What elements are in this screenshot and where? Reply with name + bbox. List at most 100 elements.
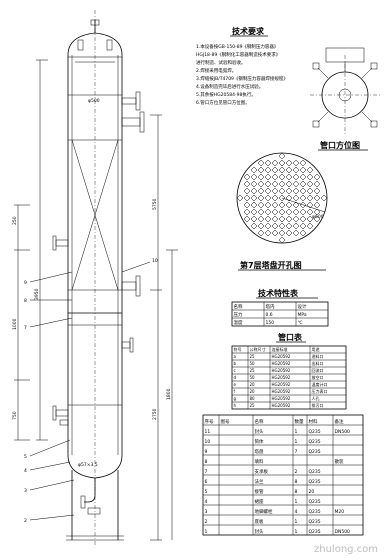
tray-hole: [285, 222, 293, 230]
tray-hole: [299, 166, 307, 174]
table-cell: ℃: [298, 320, 303, 326]
table-cell: MPa: [298, 312, 307, 318]
tray-hole: [264, 215, 272, 223]
table-cell: 1: [295, 439, 298, 445]
tray-hole: [271, 208, 279, 216]
tray-hole: [278, 187, 286, 195]
table-cell: 接管: [255, 488, 264, 495]
table-cell: 1: [295, 519, 298, 525]
tray-hole: [306, 187, 314, 195]
part-number: 8: [24, 298, 27, 304]
note-line: 3.焊缝按JB/T4709《钢制压力容器焊接规程》: [196, 75, 288, 82]
table-cell: DN500: [335, 529, 351, 535]
table-cell: 温度: [234, 319, 243, 326]
tray-hole: [278, 173, 286, 181]
tray-hole: [250, 166, 258, 174]
table-cell: 5: [205, 489, 208, 495]
tray-hole: [264, 194, 272, 202]
tray-hole: [271, 229, 279, 237]
table-cell: 150: [266, 320, 275, 326]
table-cell: 9: [205, 449, 208, 455]
dim-label-d: 1000: [12, 318, 18, 330]
table-cell: 用途: [312, 346, 320, 352]
tech-notes: 1.本设备按GB-150-89《钢制压力容器》 HGJ18-89《钢制化工容器制…: [196, 43, 288, 106]
tray-hole: [299, 187, 307, 195]
table-cell: b: [234, 361, 237, 366]
tray-hole: [278, 159, 286, 167]
tray-hole: [243, 180, 251, 188]
nozzle-orientation-title: 管口方位图: [320, 140, 360, 150]
table-cell: 法兰: [255, 478, 264, 485]
tray-hole: [278, 208, 286, 216]
table-cell: 材料: [309, 418, 318, 425]
tray-hole: [313, 187, 321, 195]
part-number: 9: [24, 280, 27, 286]
tray-hole: [292, 173, 300, 181]
table-cell: 图号: [221, 419, 230, 425]
tray-hole: [257, 222, 265, 230]
tray-hole: [299, 173, 307, 181]
table-cell: DN500: [335, 429, 351, 435]
tray-hole: [271, 159, 279, 167]
table-cell: 填料: [255, 458, 264, 465]
nozzle-table-title: 管口表: [278, 332, 303, 342]
table-cell: HG20592: [272, 389, 291, 394]
table-cell: 散装: [335, 458, 344, 465]
table-cell: 备注: [335, 418, 344, 425]
tray-hole: [257, 208, 265, 216]
tray-hole: [257, 194, 265, 202]
tray-hole: [264, 180, 272, 188]
table-cell: 压力表口: [312, 388, 328, 394]
table-cell: 4: [205, 499, 208, 505]
tray-hole: [271, 173, 279, 181]
table-cell: 筒体: [255, 438, 264, 445]
nozzle-orientation-view: [310, 47, 380, 135]
table-cell: 8: [295, 479, 298, 485]
table-cell: 1: [295, 499, 298, 505]
tray-hole: [313, 208, 321, 216]
table-cell: 设计: [298, 303, 307, 310]
tray-hole: [313, 215, 321, 223]
tray-hole: [257, 180, 265, 188]
tray-hole: [250, 222, 258, 230]
part-number: 3: [24, 488, 27, 494]
tech-requirements-title: 技术要求: [232, 26, 265, 36]
tray-hole: [250, 173, 258, 181]
tray-hole: [306, 215, 314, 223]
tray-hole: [285, 229, 293, 237]
table-cell: M20: [335, 509, 345, 515]
table-cell: 温度计口: [312, 381, 328, 387]
table-cell: 塔内: [266, 303, 275, 310]
table-cell: 地脚螺栓: [255, 508, 273, 515]
table-cell: 连接标准: [272, 346, 288, 352]
tray-hole: [236, 194, 244, 202]
tech-characteristics-title: 技术特性表: [258, 288, 299, 298]
tray-hole: [292, 180, 300, 188]
table-cell: HG20592: [272, 354, 291, 359]
tray-hole: [278, 229, 286, 237]
table-cell: 压力: [234, 311, 243, 318]
tray-hole: [250, 187, 258, 195]
tray-hole: [257, 201, 265, 209]
table-cell: Q235: [309, 429, 321, 435]
table-cell: HG20592: [272, 382, 291, 387]
tray-hole: [299, 159, 307, 167]
tray-hole: [278, 236, 286, 244]
tray-hole: [306, 208, 314, 216]
table-cell: 名称: [255, 418, 264, 425]
tray-hole: [292, 215, 300, 223]
table-cell: e: [234, 382, 237, 387]
table-cell: 人孔: [312, 395, 320, 401]
table-cell: 0.6: [266, 312, 273, 318]
table-cell: 裙座: [255, 498, 264, 505]
table-cell: 20: [250, 389, 256, 394]
tray-hole: [250, 215, 258, 223]
tray-hole: [285, 187, 293, 195]
tray-hole: [299, 194, 307, 202]
tower-elevation: [14, 10, 178, 545]
part-number: 10: [152, 258, 158, 264]
table-cell: Q235: [309, 469, 321, 475]
table-cell: Q235: [309, 499, 321, 505]
